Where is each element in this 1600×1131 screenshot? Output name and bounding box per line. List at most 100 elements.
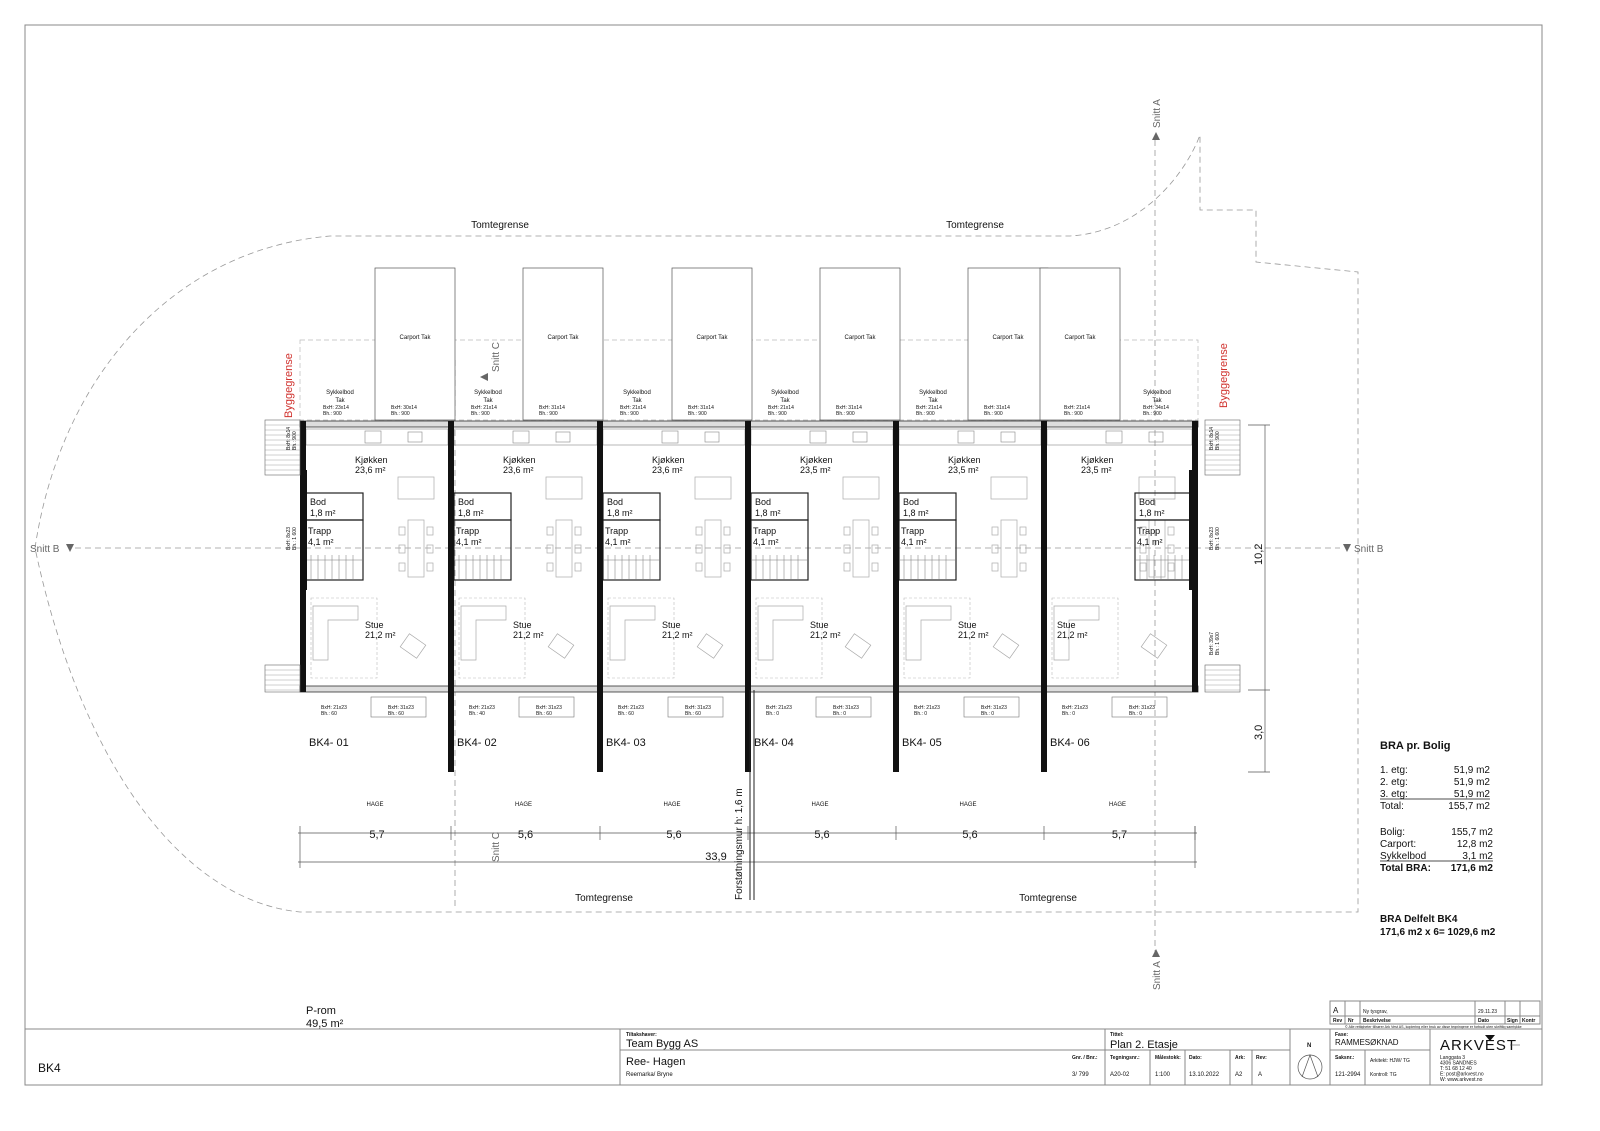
kontroll: Kontroll: TG [1370, 1072, 1397, 1078]
trapp-label: Trapp [605, 526, 628, 536]
hage-label: HAGE [366, 802, 383, 808]
snitt-b-right-marker: Snitt B [1343, 544, 1384, 555]
sheet-label: BK4 [38, 1061, 61, 1075]
ark: A2 [1235, 1072, 1243, 1078]
window-sill-label: Bh.: 900 [391, 411, 410, 417]
balcony-door [667, 696, 724, 718]
address-line: E: post@arkvest.no [1440, 1072, 1484, 1078]
address-line: 4306 SANDNES [1440, 1061, 1477, 1067]
trapp-area: 4,1 m² [605, 537, 631, 547]
kontr-header: Kontr [1522, 1018, 1535, 1024]
kitchen-island [990, 476, 1028, 500]
chair-icon [695, 562, 703, 572]
window-sill-label: Bh.: 0 [833, 711, 846, 717]
carport-roof [967, 267, 1049, 421]
sign-header: Sign [1507, 1018, 1518, 1024]
chair-icon [991, 562, 999, 572]
address-line: T: 51 68 12 40 [1440, 1066, 1472, 1072]
stue-area: 21,2 m² [810, 630, 841, 640]
kjokken-label: Kjøkken [652, 455, 685, 465]
rug-area [755, 597, 823, 679]
saksnr: 121-2994 [1335, 1072, 1361, 1078]
rug-area [1051, 597, 1119, 679]
sykkelbod-label: Sykkelbod [1143, 390, 1171, 396]
svg-text:Bh.: 1 600: Bh.: 1 600 [1215, 632, 1221, 655]
window-size-label: BxH: 21x23 [618, 705, 644, 711]
kjokken-area: 23,5 m² [948, 465, 979, 475]
rug-area [903, 597, 971, 679]
chair-icon [695, 526, 703, 536]
chair-icon [723, 544, 731, 554]
svg-text:ARKVEST: ARKVEST [1440, 1037, 1517, 1054]
p-rom-label: P-rom [306, 1005, 336, 1017]
side-window-right-low: BxH: 39x7 Bh.: 1 600 [1209, 632, 1221, 655]
tegningsnr: A20-02 [1110, 1072, 1130, 1078]
chair-icon [1139, 544, 1147, 554]
chair-icon [398, 544, 406, 554]
revision-date: 29.11.23 [1478, 1009, 1497, 1015]
kjokken-area: 23,6 m² [652, 465, 683, 475]
rug-area [310, 597, 378, 679]
svg-text:Bh.: 1 600: Bh.: 1 600 [1215, 527, 1221, 550]
window-size-label: BxH: 23x14 [323, 405, 349, 411]
svg-text:Bh.: 900: Bh.: 900 [1215, 431, 1221, 450]
title-block: BK4 Tiltakshaver: Team Bygg AS Ree- Hage… [25, 1028, 1542, 1085]
window-size-label: BxH: 21x14 [471, 405, 497, 411]
malestokk: 1:100 [1155, 1072, 1171, 1078]
svg-text:Snitt B: Snitt B [30, 544, 60, 555]
bod-label: Bod [903, 497, 919, 507]
p-rom-area: 49,5 m² [306, 1018, 344, 1030]
balcony-door [518, 696, 575, 718]
svg-text:Snitt A: Snitt A [1152, 99, 1163, 128]
bra-summary-value: 3,1 m2 [1462, 851, 1493, 862]
svg-text:Bh.: 1 600: Bh.: 1 600 [292, 527, 298, 550]
sykkelbod-tak-label: Tak [632, 398, 642, 404]
revision-table: A Ny tysgrav, 29.11.23 Rev Nr Beskrivels… [1329, 1000, 1541, 1029]
chair-icon [546, 526, 554, 536]
unit-id: BK4- 02 [457, 737, 497, 749]
window-size-label: BxH: 31x14 [836, 405, 862, 411]
dim-unit-width: 5,7 [369, 829, 384, 841]
carport-label: Carport Tak [400, 335, 432, 341]
carport-label: Carport Tak [1065, 335, 1097, 341]
svg-text:BxH: 8x14: BxH: 8x14 [286, 427, 292, 450]
stue-label: Stue [662, 620, 681, 630]
bra-summary-value: 171,6 m2 [1451, 863, 1494, 874]
window-size-label: BxH: 30x14 [391, 405, 417, 411]
sink-icon [1148, 431, 1164, 443]
window-sill-label: Bh.: 0 [1062, 711, 1075, 717]
dim-unit-width: 5,6 [518, 829, 533, 841]
kjokken-area: 23,5 m² [800, 465, 831, 475]
stair-outline [264, 419, 301, 476]
gnr-label: Gnr. / Bnr.: [1072, 1055, 1098, 1061]
bod-area: 1,8 m² [458, 508, 484, 518]
dim-depth-garden: 3,0 [1253, 725, 1265, 740]
chair-icon [574, 526, 582, 536]
rev: A [1258, 1072, 1262, 1078]
window-size-label: BxH: 31x14 [539, 405, 565, 411]
bra-floor-label: 1. etg: [1380, 765, 1408, 776]
kitchen-counter [602, 428, 746, 446]
cooktop-icon [809, 430, 827, 444]
stue-label: Stue [1057, 620, 1076, 630]
svg-text:Snitt B: Snitt B [1354, 544, 1384, 555]
snitt-b-left-marker: Snitt B [30, 544, 74, 555]
svg-text:BxH: 8x14: BxH: 8x14 [1209, 427, 1215, 450]
stue-area: 21,2 m² [365, 630, 396, 640]
stair-outline [1204, 664, 1241, 693]
chair-icon [546, 562, 554, 572]
balcony-door [963, 696, 1020, 718]
trapp-area: 4,1 m² [456, 537, 482, 547]
carport-roof [374, 267, 456, 421]
sykkelbod-tak-label: Tak [335, 398, 345, 404]
sykkelbod-label: Sykkelbod [474, 390, 502, 396]
stue-label: Stue [810, 620, 829, 630]
balcony-door [370, 696, 427, 718]
unit-id: BK4- 06 [1050, 737, 1090, 749]
bra-floor-value: 51,9 m2 [1454, 777, 1491, 788]
beskrivelse-header: Beskrivelse [1363, 1018, 1391, 1024]
window-size-label: BxH: 21x14 [620, 405, 646, 411]
